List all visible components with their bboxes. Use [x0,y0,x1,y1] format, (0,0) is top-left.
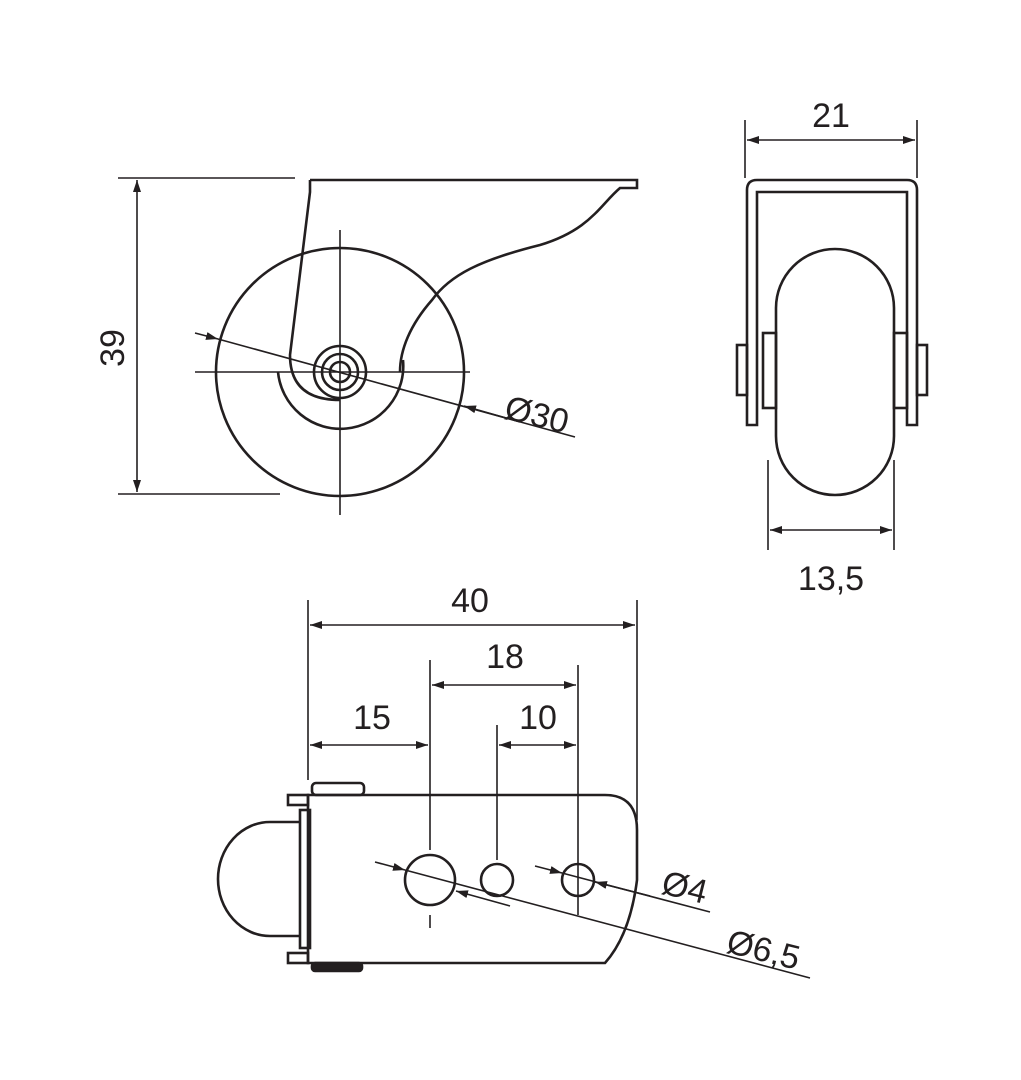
axle-right [915,343,929,397]
hole-offset-label: 15 [353,699,391,737]
spacer-left [761,331,778,410]
spacer-right [892,331,909,410]
bracket-profile [310,178,639,373]
bracket-leg [288,180,341,402]
width-label: 21 [812,97,850,135]
large-hole-leader [455,890,511,907]
axle-left [735,343,749,397]
large-hole-label: Ø6,5 [723,923,804,978]
side-view: 39 Ø30 [94,177,639,515]
hole-spacing-inner-label: 10 [519,699,557,737]
large-hole [403,853,457,907]
hole-spacing-outer-label: 18 [486,638,524,676]
top-view: 40 18 15 10 Ø4 Ø6,5 [216,582,811,979]
small-hole-1 [479,862,515,898]
small-hole-label: Ø4 [658,864,711,912]
height-label: 39 [94,329,132,367]
small-hole-leader [594,881,651,897]
wheel-diameter-leader [463,405,521,423]
wheel-front [774,247,896,497]
wheel-width-label: 13,5 [798,560,864,598]
plate-length-label: 40 [451,582,489,620]
bracket-u [745,178,919,427]
wheel-diameter-label: Ø30 [501,389,573,441]
front-view: 21 13,5 [735,97,929,598]
bracket-side [298,808,312,950]
wheel-top [216,820,300,938]
mounting-plate [306,793,639,965]
